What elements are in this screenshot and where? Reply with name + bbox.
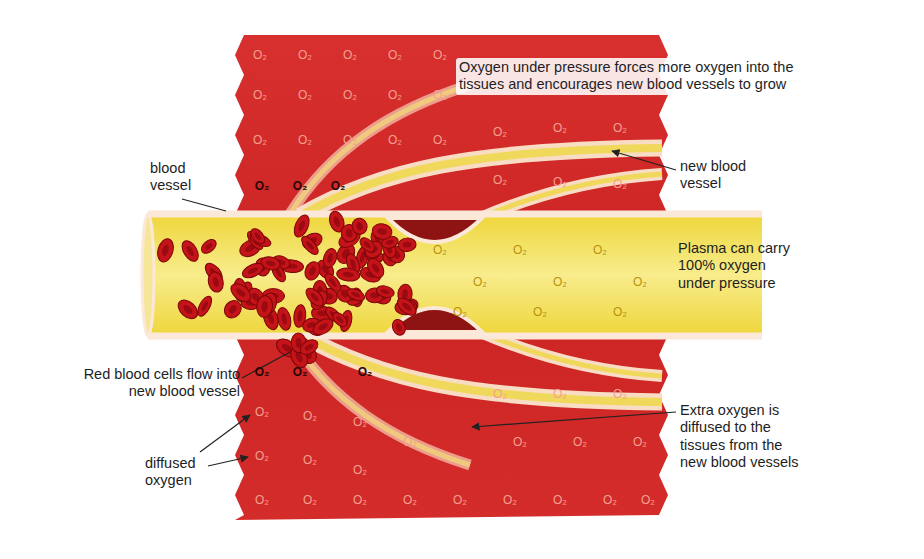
red-blood-cell [357, 235, 377, 255]
oxygen-symbol: O₂ [553, 276, 567, 288]
oxygen-symbol: O₂ [403, 494, 417, 506]
red-blood-cell [336, 267, 360, 282]
oxygen-symbol: O₂ [633, 276, 647, 288]
red-blood-cell [350, 216, 369, 236]
red-blood-cell [322, 271, 344, 294]
oxygen-symbol: O₂ [253, 89, 267, 101]
callout-text: Extra oxygen is diffused to the tissues … [680, 402, 812, 472]
oxygen-symbol: O₂ [388, 134, 402, 146]
red-blood-cell [303, 285, 326, 309]
oxygen-symbol: O₂ [253, 134, 267, 146]
leader-lines [182, 151, 676, 466]
red-blood-cell [228, 280, 254, 305]
oxygen-symbol: O₂ [298, 89, 312, 101]
red-blood-cell [398, 237, 417, 252]
red-blood-cell [199, 237, 219, 256]
oxygen-symbol: O₂ [433, 134, 447, 146]
oxygen-symbol: O₂ [343, 49, 357, 61]
oxygen-symbol: O₂ [255, 494, 269, 506]
oxygen-symbol: O₂ [303, 454, 317, 466]
red-blood-cell [394, 295, 419, 319]
oxygen-symbol: O₂ [388, 49, 402, 61]
callout-text: Plasma can carry 100% oxygen under press… [678, 240, 798, 292]
oxygen-symbol: O₂ [255, 180, 270, 192]
red-blood-cell [310, 315, 335, 337]
oxygen-symbol: O₂ [493, 174, 507, 186]
oxygen-symbol: O₂ [388, 89, 402, 101]
red-blood-cell [371, 222, 393, 241]
red-blood-cell [155, 237, 176, 264]
oxygen-symbol: O₂ [298, 134, 312, 146]
oxygen-symbol: O₂ [253, 49, 267, 61]
oxygen-symbol: O₂ [513, 436, 527, 448]
oxygen-symbol: O₂ [293, 180, 308, 192]
oxygen-symbol: O₂ [603, 494, 617, 506]
red-blood-cell [260, 255, 282, 272]
oxygen-symbol: O₂ [298, 49, 312, 61]
oxygen-symbol: O₂ [473, 276, 487, 288]
oxygen-symbol: O₂ [358, 366, 373, 378]
red-blood-cell [375, 284, 395, 299]
oxygen-symbol: O₂ [255, 366, 270, 378]
callout-text: Oxygen under pressure forces more oxygen… [456, 58, 802, 95]
red-blood-cell [390, 317, 408, 337]
red-blood-cell [302, 259, 322, 282]
blood-vessel [142, 214, 762, 336]
oxygen-symbol: O₂ [303, 410, 317, 422]
oxygen-symbol: O₂ [353, 416, 367, 428]
oxygen-symbol: O₂ [343, 89, 357, 101]
red-blood-cell [345, 286, 367, 303]
part-label: diffused oxygen [145, 455, 215, 490]
red-blood-cell [291, 213, 312, 239]
oxygen-symbol: O₂ [553, 122, 567, 134]
oxygen-symbol: O₂ [593, 244, 607, 256]
oxygen-symbol: O₂ [493, 126, 507, 138]
red-blood-cell [330, 310, 350, 330]
oxygen-symbol: O₂ [433, 244, 447, 256]
part-label: new blood vessel [680, 158, 770, 193]
red-blood-cells [155, 209, 420, 370]
red-blood-cell [179, 238, 202, 264]
red-blood-cell [175, 296, 202, 322]
red-blood-cell [321, 247, 338, 269]
oxygen-symbol: O₂ [553, 176, 567, 188]
oxygen-symbol: O₂ [633, 436, 647, 448]
oxygen-symbol: O₂ [493, 388, 507, 400]
oxygen-symbol: O₂ [303, 494, 317, 506]
oxygen-symbol: O₂ [403, 436, 417, 448]
oxygen-symbol: O₂ [533, 306, 547, 318]
oxygen-symbol: O₂ [293, 366, 308, 378]
oxygen-symbol: O₂ [453, 494, 467, 506]
red-blood-cell [299, 234, 321, 257]
oxygen-symbol: O₂ [613, 388, 627, 400]
oxygen-symbol: O₂ [353, 464, 367, 476]
oxygen-symbol: O₂ [255, 406, 269, 418]
red-blood-cell [206, 270, 225, 293]
oxygen-symbol: O₂ [553, 494, 567, 506]
red-blood-cell [256, 295, 274, 318]
oxygen-symbol: O₂ [553, 388, 567, 400]
oxygen-symbol: O₂ [453, 306, 467, 318]
red-blood-cell [298, 337, 321, 358]
oxygen-symbol: O₂ [343, 134, 357, 146]
oxygen-symbol: O₂ [613, 306, 627, 318]
red-blood-cell [248, 226, 267, 246]
oxygen-symbol: O₂ [331, 180, 346, 192]
oxygen-symbol: O₂ [353, 494, 367, 506]
oxygen-symbol: O₂ [255, 450, 269, 462]
oxygen-symbol: O₂ [641, 494, 655, 506]
red-blood-cell [364, 255, 387, 280]
oxygen-symbol: O₂ [573, 436, 587, 448]
part-label: blood vessel [150, 160, 212, 195]
oxygen-symbol: O₂ [503, 494, 517, 506]
oxygen-symbol: O₂ [613, 122, 627, 134]
oxygen-symbol: O₂ [433, 49, 447, 61]
oxygen-symbol: O₂ [513, 244, 527, 256]
callout-text: Red blood cells flow into new blood vess… [72, 366, 240, 401]
oxygen-symbol: O₂ [613, 178, 627, 190]
oxygen-symbol: O₂ [433, 89, 447, 101]
